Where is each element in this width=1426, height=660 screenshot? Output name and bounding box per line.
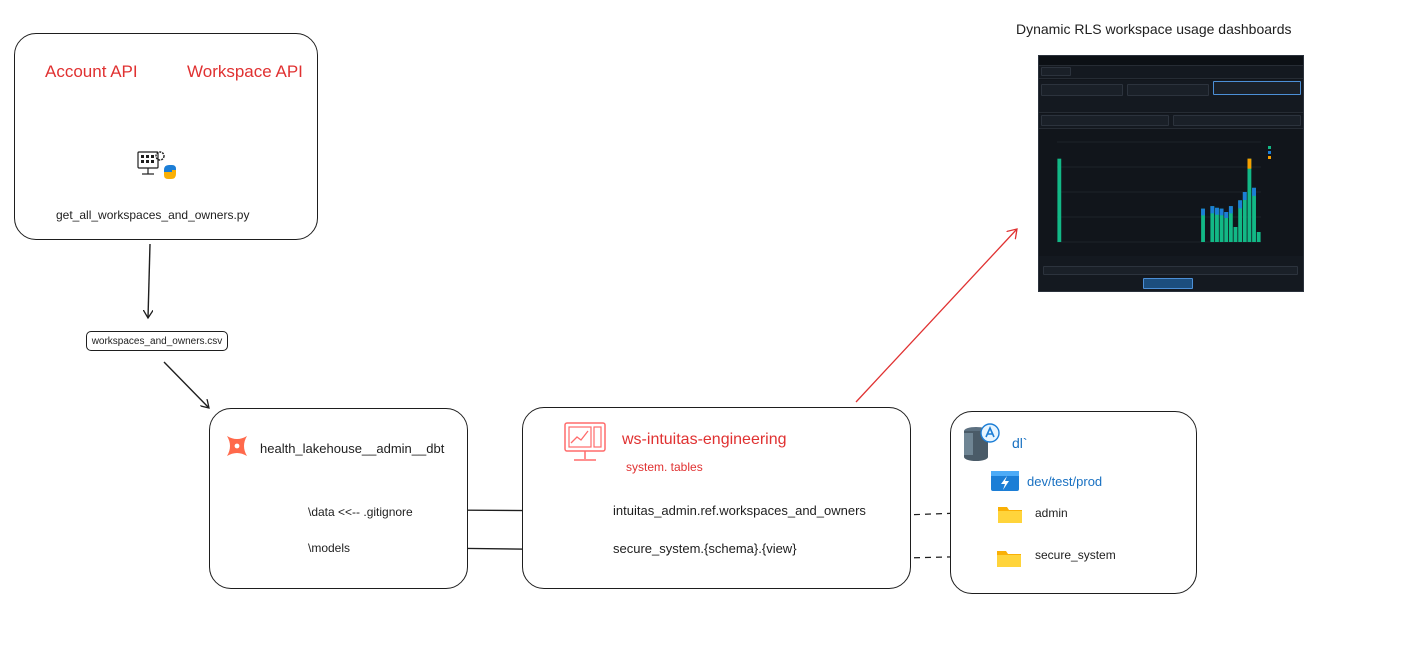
dashboard-table-header xyxy=(1039,256,1303,291)
admin-folder-name: admin xyxy=(1035,506,1068,520)
workspace-api-label: Workspace API xyxy=(187,62,303,81)
dashboard-header-strip xyxy=(1039,56,1303,66)
legend-swatch xyxy=(1268,156,1271,159)
chart-bar xyxy=(1201,208,1205,242)
chart-bar-segment xyxy=(1238,200,1243,209)
storage-account-icon xyxy=(960,421,1004,468)
script-name: get_all_workspaces_and_owners.py xyxy=(56,208,250,222)
chart-bar-segment xyxy=(1228,206,1233,214)
container-name: dev/test/prod xyxy=(1027,474,1103,489)
secure-view-name: secure_system.{schema}.{view} xyxy=(613,541,797,556)
source-box xyxy=(14,33,318,240)
chart-bar-segment xyxy=(1224,212,1229,218)
dashboard-title: Dynamic RLS workspace usage dashboards xyxy=(1016,21,1292,37)
chart-bar xyxy=(1215,207,1219,242)
chart-bar xyxy=(1224,212,1229,242)
chart-bar xyxy=(1233,227,1238,242)
chart-bar xyxy=(1256,232,1261,242)
csv-file-node: workspaces_and_owners.csv xyxy=(86,331,228,351)
chart-bar-segment xyxy=(1215,207,1219,215)
admin-folder-icon xyxy=(997,504,1023,529)
chart-bar xyxy=(1252,187,1256,242)
chart-bar xyxy=(1057,158,1062,242)
filter-end-date xyxy=(1127,84,1209,96)
workspace-subtitle: system. tables xyxy=(626,460,703,474)
dashboard-screenshot xyxy=(1038,55,1304,292)
chart-bar xyxy=(1228,206,1233,242)
secure-folder-icon xyxy=(996,548,1022,573)
chart-bar xyxy=(1238,200,1243,242)
filter-start-date xyxy=(1041,84,1123,96)
chart-bar-segment xyxy=(1219,208,1224,216)
dashboard-info-row xyxy=(1039,102,1303,113)
dashboard-tab xyxy=(1041,67,1071,76)
models-folder-line: \models xyxy=(308,541,351,555)
dbt-icon xyxy=(224,433,250,464)
dbt-project-title: health_lakehouse__admin__dbt xyxy=(260,441,445,456)
chart-bar-segment xyxy=(1210,206,1215,214)
chart-bar-segment xyxy=(1201,208,1205,216)
dashboard-tab-strip xyxy=(1039,66,1303,79)
legend-swatch xyxy=(1268,151,1271,154)
chart-bar xyxy=(1210,206,1215,242)
chart-bar-segment xyxy=(1242,192,1247,200)
dashboard-filter-row xyxy=(1039,80,1303,103)
legend-swatch xyxy=(1268,146,1271,149)
source-to-csv-arrow xyxy=(148,243,150,318)
dashboard-controls-row xyxy=(1039,114,1303,129)
csv-to-dbt-arrow xyxy=(163,361,209,408)
python-script-icon xyxy=(136,148,178,193)
workspace-box xyxy=(522,407,911,589)
chart-bar xyxy=(1247,158,1252,242)
dashboard-bar-chart xyxy=(1039,130,1303,256)
storage-account-name: dl` xyxy=(1012,435,1028,451)
dashboard-selected-cell xyxy=(1143,278,1193,289)
data-folder-line: \data <<-- .gitignore xyxy=(308,505,413,519)
dbt-project-box xyxy=(209,408,468,589)
workspace-title: ws-intuitas-engineering xyxy=(622,431,787,448)
control-group-by xyxy=(1173,115,1301,126)
ref-table-name: intuitas_admin.ref.workspaces_and_owners xyxy=(613,503,866,518)
chart-bar-segment xyxy=(1252,187,1256,196)
dashboard-search xyxy=(1043,266,1298,275)
account-api-label: Account API xyxy=(45,62,138,81)
chart-bar xyxy=(1242,192,1247,242)
chart-bar-highlight xyxy=(1247,158,1252,169)
secure-folder-name: secure_system xyxy=(1035,548,1116,562)
filter-workspace xyxy=(1213,81,1301,95)
chart-bar xyxy=(1219,208,1224,242)
dashboard-monitor-icon xyxy=(562,420,608,471)
workspace-to-dashboard-arrow xyxy=(855,229,1017,403)
control-view-by xyxy=(1041,115,1169,126)
container-icon xyxy=(990,468,1020,497)
